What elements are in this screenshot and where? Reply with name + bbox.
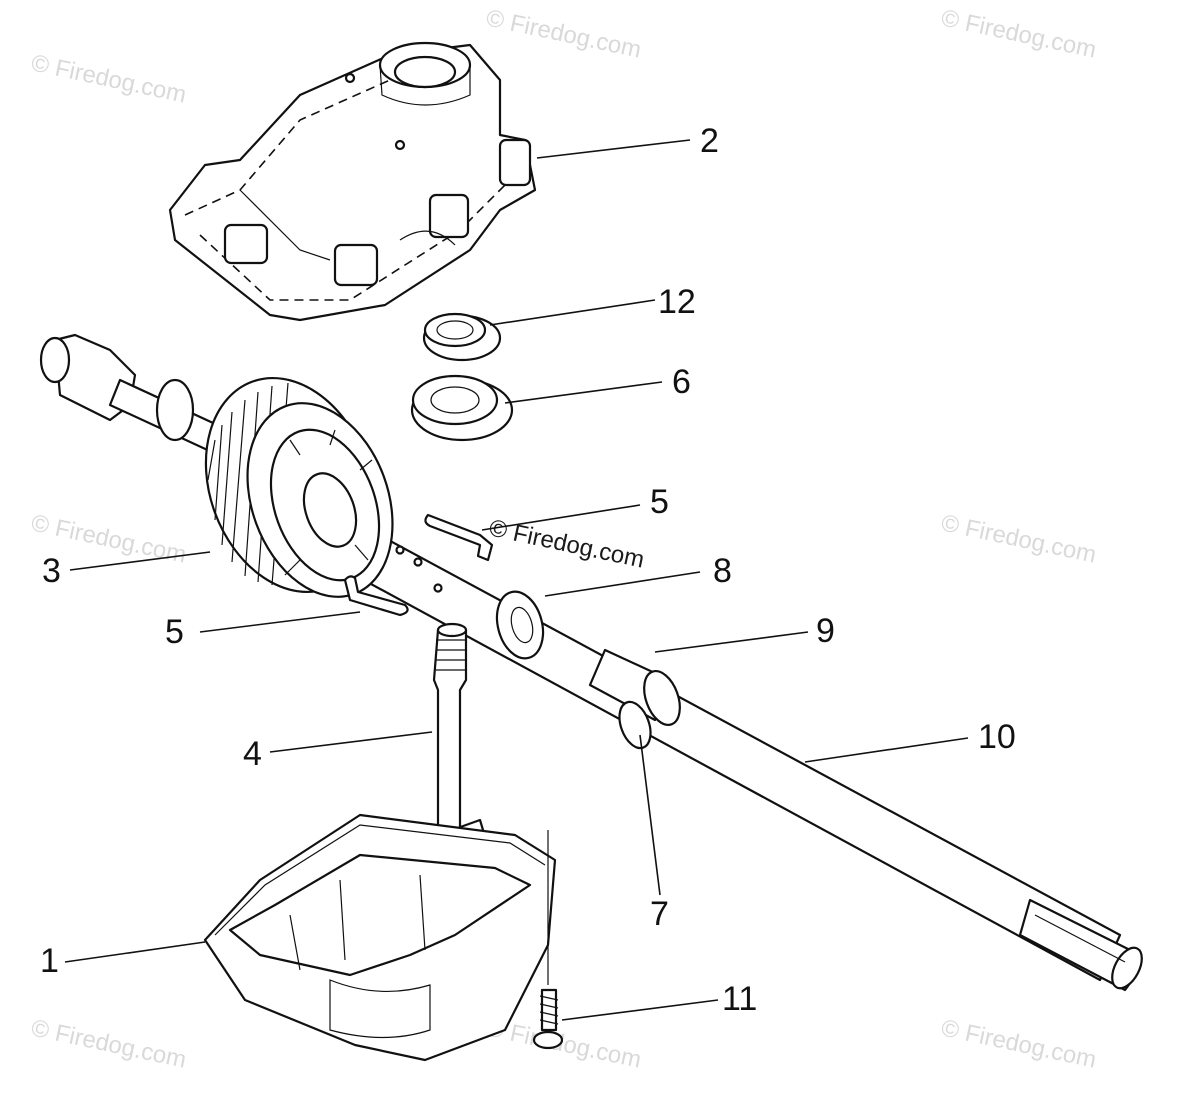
leader-line-4 — [269, 731, 433, 753]
watermark: © Firedog.com — [939, 1014, 1099, 1073]
leader-line-2 — [536, 139, 691, 159]
callout-11: 11 — [722, 980, 757, 1018]
gear-case-cover — [168, 41, 537, 322]
leader-lines — [64, 139, 969, 1021]
callout-6: 6 — [672, 363, 691, 401]
leader-line-9 — [654, 631, 809, 653]
watermark: © Firedog.com — [29, 1014, 189, 1073]
callout-1: 1 — [40, 942, 59, 980]
leader-line-10 — [804, 737, 969, 763]
leader-line-11 — [561, 999, 719, 1021]
screw — [532, 830, 564, 1050]
leader-line-6 — [504, 381, 663, 404]
callout-9: 9 — [816, 612, 835, 650]
callout-7: 7 — [650, 895, 669, 933]
leader-line-12 — [489, 299, 656, 326]
callout-5-lower: 5 — [165, 613, 184, 651]
leader-line-5-upper — [481, 504, 641, 531]
bearing-small — [422, 312, 502, 362]
watermark: © Firedog.com — [939, 4, 1099, 63]
leader-line-7 — [639, 734, 661, 896]
callout-8: 8 — [713, 552, 732, 590]
center-watermark: © Firedog.com — [487, 514, 647, 573]
callout-12: 12 — [658, 283, 696, 321]
pin-lower — [343, 575, 409, 617]
callout-labels: 1 2 3 4 5 5 6 7 8 9 10 11 12 — [40, 122, 1016, 1018]
callout-2: 2 — [700, 122, 719, 160]
callout-3: 3 — [42, 552, 61, 590]
callout-10: 10 — [978, 718, 1016, 756]
pin-upper — [424, 513, 494, 562]
leader-line-5-lower — [199, 611, 361, 633]
washer — [495, 590, 545, 660]
leader-line-1 — [64, 941, 206, 963]
watermark: © Firedog.com — [484, 4, 644, 63]
watermark: © Firedog.com — [29, 49, 189, 108]
watermark: © Firedog.com — [939, 509, 1099, 568]
callout-4: 4 — [243, 735, 262, 773]
callout-5-upper: 5 — [650, 483, 669, 521]
leader-line-8 — [544, 571, 701, 597]
leader-line-3 — [69, 551, 211, 571]
bushing — [588, 648, 681, 750]
bearing-large — [410, 374, 514, 442]
gear-case-base — [203, 813, 557, 1062]
